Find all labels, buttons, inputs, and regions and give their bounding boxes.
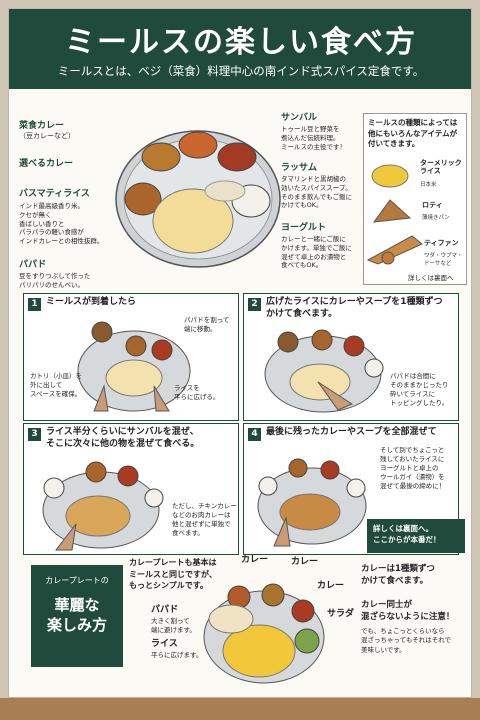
step-1-note-papad: パパドを割って端に移動。 xyxy=(184,316,230,334)
roti-icon xyxy=(372,199,412,223)
header: ミールスの楽しい食べ方 ミールスとは、ベジ（菜食）料理中心の南インド式スパイス定… xyxy=(9,9,471,89)
step-2-number: 2 xyxy=(248,298,261,311)
step-3-title: ライス半分くらいにサンバルを混ぜ、そこに次々に他の物を混ぜて食べる。 xyxy=(46,427,200,449)
item-turmeric-rice-sub: 日本米 xyxy=(420,182,437,188)
label-rasam: ラッサム xyxy=(281,163,318,173)
curry-plate-illustration xyxy=(203,583,325,684)
step-1-title: ミールスが到着したら xyxy=(46,297,137,307)
step-4-title: 最後に残ったカレーやスープを全部混ぜて xyxy=(266,427,437,437)
curry-one-at-a-time: カレーは1種類ずつかけて食べます。 xyxy=(361,564,435,587)
label-eraberu: 選べるカレー xyxy=(19,159,74,169)
papad-label: パパド xyxy=(151,605,179,615)
curry-plate-box: カレープレートの 華麗な楽しみ方 xyxy=(31,565,123,667)
item-tiffin-sub: ワダ・ウプマ・ ドーサなど xyxy=(424,253,463,267)
label-yogurt: ヨーグルト xyxy=(281,223,327,233)
step-3-note-chicken: ただし、チキンカレーなどのお肉カレーは他と混ぜずに単独で食べます。 xyxy=(172,502,237,538)
item-tiffin: ティファン xyxy=(424,239,459,247)
salad-label: サラダ xyxy=(327,609,355,619)
papad-desc: 豆をすりつぶして作ったパリパリのせんべい。 xyxy=(19,272,91,289)
turmeric-rice-icon xyxy=(371,164,409,188)
step-4-illustration xyxy=(257,458,367,547)
yogurt-desc: カレーと一緒にご飯にかけます。単独でご飯に混ぜて卓上のお漬物と食べてもOK。 xyxy=(281,235,352,270)
step-3-panel: 3 ライス半分くらいにサンバルを混ぜ、そこに次々に他の物を混ぜて食べる。 ただし… xyxy=(23,423,239,555)
label-saishoku: 菜食カレー（豆カレーなど） xyxy=(19,121,75,141)
step-3-number: 3 xyxy=(28,428,41,441)
curry-mixing-note: でも、ちょこっとくらいなら混ざっちゃってもそれはそれで美味しいです。 xyxy=(361,627,452,654)
page-title: ミールスの楽しい食べ方 xyxy=(65,25,417,60)
wood-frame-bottom xyxy=(0,698,480,720)
tiffin-icon xyxy=(366,235,423,265)
page-subtitle: ミールスとは、ベジ（菜食）料理中心の南インド式スパイス定食です。 xyxy=(57,64,425,78)
item-roti: ロティ xyxy=(422,201,443,209)
curry-label-1: カレー xyxy=(241,555,269,565)
curry-label-2: カレー xyxy=(291,557,319,567)
label-basmati: バスマティライス xyxy=(19,189,90,199)
rice-label-sub: 平らに広げます。 xyxy=(151,651,203,659)
meals-plate-illustration xyxy=(115,130,281,268)
step-3-illustration xyxy=(42,461,164,551)
item-roti-sub: 薄焼きパン xyxy=(422,215,450,221)
label-papad: パパド xyxy=(19,260,47,270)
item-turmeric-rice: ターメリック ライス xyxy=(420,159,462,175)
sambar-desc: トゥール豆と野菜を煮込んだ伝統料理。ミールスの主役です！ xyxy=(281,125,346,151)
see-back-link: 詳しくは裏面へ xyxy=(408,274,454,282)
step-2-title: 広げたライスにカレーやスープを1種類ずつかけて食べます。 xyxy=(266,297,443,319)
step-1-panel: 1 ミールスが到着したら パパドを割って端に移動。 カトリ（小皿）を外に出してス… xyxy=(23,293,239,421)
poster: ミールスの楽しい食べ方 ミールスとは、ベジ（菜食）料理中心の南インド式スパイス定… xyxy=(8,8,472,698)
step-2-illustration xyxy=(264,329,384,413)
step-2-panel: 2 広げたライスにカレーやスープを1種類ずつかけて食べます。 パパドは合間にその… xyxy=(243,293,459,421)
step-1-note-rice: ライスを平らに広げる。 xyxy=(174,384,220,402)
curry-plate-box-top: カレープレートの xyxy=(45,576,109,585)
step-1-note-katori: カトリ（小皿）を外に出してスペースを確保。 xyxy=(30,372,82,399)
step-2-note-papad: パパドは合間にそのままかじったり砕いてライスにトッピングしたり。 xyxy=(390,372,449,408)
curry-plate-intro: カレープレートも基本はミールスと同じですが、もっとシンプルです。 xyxy=(129,558,217,591)
step-4-note-finish: そして別でちょこっと残しておいたライスにヨーグルトと卓上のウールガイ（漬物）を混… xyxy=(380,446,446,491)
basmati-desc: インド最高級香り米。クセが無く香ばしい香りとパラパラの軽い食感がインドカレーとの… xyxy=(19,202,104,246)
curry-plate-box-main: 華麗な楽しみ方 xyxy=(46,596,107,635)
step-1-number: 1 xyxy=(28,298,41,311)
rasam-desc: タマリンドと黒胡椒の効いたスパイススープ。そのまま飲んでもご飯にかけてもOK。 xyxy=(281,175,353,210)
step-4-number: 4 xyxy=(248,428,261,441)
see-back-note: 詳しくは裏面へ。ここからが本番だ！ xyxy=(367,519,465,553)
rice-label: ライス xyxy=(151,639,178,649)
extra-items-box: ミールスの種類によっては他にもいろんなアイテムが付いてきます。 ターメリック ラ… xyxy=(363,113,467,285)
extra-items-title: ミールスの種類によっては他にもいろんなアイテムが付いてきます。 xyxy=(368,118,458,148)
papad-label-sub: 大きく割って端に避けます。 xyxy=(151,617,196,634)
curry-label-3: カレー xyxy=(317,581,345,591)
curry-no-mixing: カレー同士が混ざらないように注意！ xyxy=(361,600,455,623)
step-1-illustration xyxy=(77,321,191,412)
label-sambar: サンバル xyxy=(281,113,318,123)
